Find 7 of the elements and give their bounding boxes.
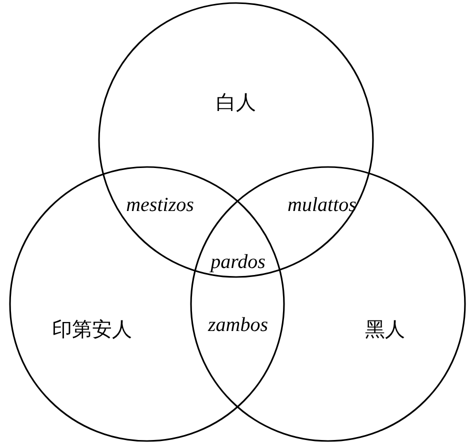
set-label: 黑人 [365, 320, 405, 340]
overlap-label: pardos [210, 251, 266, 273]
overlap-label: mulattos [288, 194, 356, 216]
set-label: 白人 [216, 93, 256, 113]
set-label: 印第安人 [52, 320, 132, 340]
overlap-label: mestizos [126, 194, 194, 216]
overlap-label: zambos [208, 314, 268, 336]
